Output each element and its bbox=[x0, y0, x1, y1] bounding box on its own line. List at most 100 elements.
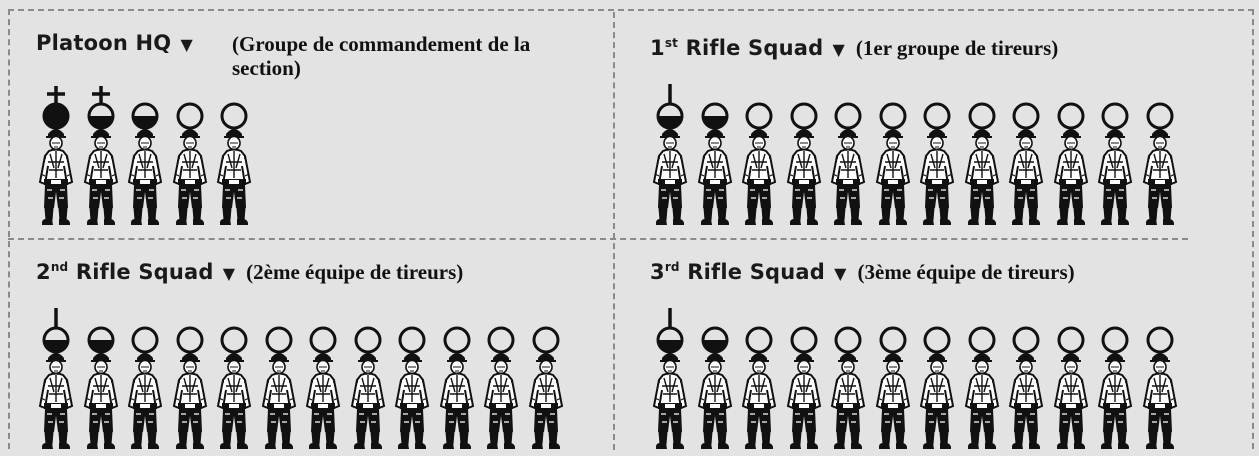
empty-circle-marker-icon bbox=[873, 70, 913, 132]
soldier-icon bbox=[651, 348, 689, 452]
empty-circle-marker-icon bbox=[259, 294, 299, 356]
panel-subtitle: (3ème équipe de tireurs) bbox=[858, 260, 1075, 284]
soldier-slot bbox=[81, 70, 121, 230]
empty-circle-marker-icon bbox=[917, 70, 957, 132]
panel-title: 2nd Rifle Squad bbox=[36, 260, 214, 284]
soldier-icon bbox=[126, 124, 164, 228]
soldier-icon bbox=[37, 124, 75, 228]
soldier-icon bbox=[37, 348, 75, 452]
soldier-slot bbox=[36, 294, 76, 454]
triangle-down-icon: ▼ bbox=[180, 35, 192, 54]
soldier-icon bbox=[1141, 124, 1179, 228]
rank-cross-marker-icon bbox=[36, 70, 76, 132]
soldier-slot bbox=[695, 70, 735, 230]
soldier-slot bbox=[873, 70, 913, 230]
panel-1st-rifle-squad: 1st Rifle Squad ▼ (1er groupe de tireurs… bbox=[650, 28, 1250, 228]
soldier-icon bbox=[874, 348, 912, 452]
panel-subtitle: (Groupe de commandement de la section) bbox=[232, 32, 572, 80]
horizontal-divider bbox=[8, 238, 1188, 240]
soldier-icon bbox=[82, 124, 120, 228]
panel-subtitle: (2ème équipe de tireurs) bbox=[246, 260, 463, 284]
soldier-icon bbox=[1096, 124, 1134, 228]
soldier-icon bbox=[785, 348, 823, 452]
empty-circle-marker-icon bbox=[962, 70, 1002, 132]
rank-stem-marker-icon bbox=[650, 294, 690, 356]
empty-circle-marker-icon bbox=[437, 294, 477, 356]
soldier-icon bbox=[696, 124, 734, 228]
soldier-slot bbox=[36, 70, 76, 230]
half-circle-marker-icon bbox=[125, 70, 165, 132]
triangle-down-icon: ▼ bbox=[834, 264, 846, 283]
soldier-icon bbox=[651, 124, 689, 228]
empty-circle-marker-icon bbox=[784, 294, 824, 356]
soldier-icon bbox=[215, 124, 253, 228]
soldier-slot bbox=[214, 70, 254, 230]
soldier-slot bbox=[1006, 294, 1046, 454]
soldier-icon bbox=[740, 348, 778, 452]
soldier-slot bbox=[1051, 294, 1091, 454]
panel-title: 3rd Rifle Squad bbox=[650, 260, 825, 284]
panel-title-line: 2nd Rifle Squad ▼ (2ème équipe de tireur… bbox=[36, 252, 606, 282]
empty-circle-marker-icon bbox=[214, 70, 254, 132]
soldier-slot bbox=[481, 294, 521, 454]
empty-circle-marker-icon bbox=[303, 294, 343, 356]
soldier-icon bbox=[785, 124, 823, 228]
rank-stem-marker-icon bbox=[650, 70, 690, 132]
empty-circle-marker-icon bbox=[917, 294, 957, 356]
empty-circle-marker-icon bbox=[1140, 70, 1180, 132]
soldier-slot bbox=[739, 294, 779, 454]
soldier-slot bbox=[1051, 70, 1091, 230]
soldier-icon bbox=[1141, 348, 1179, 452]
panel-title-line: 1st Rifle Squad ▼ (1er groupe de tireurs… bbox=[650, 28, 1250, 58]
soldier-slot bbox=[739, 70, 779, 230]
empty-circle-marker-icon bbox=[1095, 70, 1135, 132]
soldier-slot bbox=[1006, 70, 1046, 230]
soldier-slot bbox=[303, 294, 343, 454]
soldier-slot bbox=[1095, 70, 1135, 230]
panel-3rd-rifle-squad: 3rd Rifle Squad ▼ (3ème équipe de tireur… bbox=[650, 252, 1250, 452]
empty-circle-marker-icon bbox=[170, 294, 210, 356]
empty-circle-marker-icon bbox=[214, 294, 254, 356]
soldier-slot bbox=[650, 294, 690, 454]
soldier-icon bbox=[349, 348, 387, 452]
soldier-slot bbox=[828, 294, 868, 454]
soldier-icon bbox=[1052, 348, 1090, 452]
empty-circle-marker-icon bbox=[828, 294, 868, 356]
empty-circle-marker-icon bbox=[1051, 70, 1091, 132]
panel-platoon-hq: Platoon HQ ▼ (Groupe de commandement de … bbox=[36, 28, 596, 228]
rank-cross-marker-icon bbox=[81, 70, 121, 132]
title-rest: Rifle Squad bbox=[678, 36, 823, 60]
soldier-icon bbox=[918, 348, 956, 452]
title-ordinal: rd bbox=[665, 260, 680, 274]
soldier-icon bbox=[963, 348, 1001, 452]
soldier-slot bbox=[125, 70, 165, 230]
triangle-down-icon: ▼ bbox=[223, 264, 235, 283]
empty-circle-marker-icon bbox=[739, 70, 779, 132]
soldier-icon bbox=[260, 348, 298, 452]
soldier-icon bbox=[740, 124, 778, 228]
title-number: 2 bbox=[36, 260, 51, 284]
soldier-slot bbox=[784, 70, 824, 230]
soldier-icon bbox=[438, 348, 476, 452]
half-circle-marker-icon bbox=[695, 70, 735, 132]
soldier-icon bbox=[482, 348, 520, 452]
panel-title: Platoon HQ bbox=[36, 31, 171, 55]
soldier-icon bbox=[963, 124, 1001, 228]
empty-circle-marker-icon bbox=[739, 294, 779, 356]
empty-circle-marker-icon bbox=[1140, 294, 1180, 356]
soldier-icon bbox=[171, 348, 209, 452]
soldier-icon bbox=[393, 348, 431, 452]
empty-circle-marker-icon bbox=[784, 70, 824, 132]
empty-circle-marker-icon bbox=[1006, 70, 1046, 132]
soldier-slot bbox=[259, 294, 299, 454]
soldier-icon bbox=[126, 348, 164, 452]
empty-circle-marker-icon bbox=[873, 294, 913, 356]
panel-2nd-rifle-squad: 2nd Rifle Squad ▼ (2ème équipe de tireur… bbox=[36, 252, 606, 452]
empty-circle-marker-icon bbox=[125, 294, 165, 356]
soldier-icon bbox=[215, 348, 253, 452]
soldier-slot bbox=[962, 294, 1002, 454]
empty-circle-marker-icon bbox=[481, 294, 521, 356]
empty-circle-marker-icon bbox=[392, 294, 432, 356]
soldier-slot bbox=[695, 294, 735, 454]
title-rest: Rifle Squad bbox=[680, 260, 825, 284]
